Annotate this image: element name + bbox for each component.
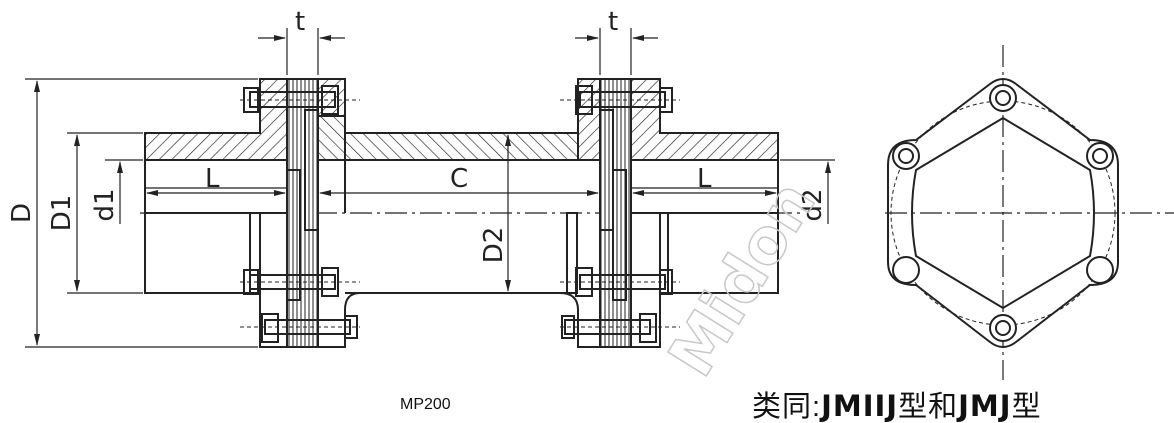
similar-type-1: JMIIJ	[821, 389, 899, 423]
similar-prefix: 类同:	[752, 391, 822, 423]
similar-suffix: 型	[1011, 391, 1042, 423]
end-view	[885, 45, 1174, 380]
model-label: MP200	[400, 396, 451, 413]
dim-D: D	[7, 203, 37, 223]
dim-L-left: L	[205, 164, 220, 194]
dim-L-right: L	[697, 164, 712, 194]
similar-type-2: JMJ	[958, 389, 1012, 423]
dimensions	[25, 28, 835, 348]
dim-d1: d1	[90, 188, 120, 221]
dim-t-left: t	[295, 7, 305, 37]
dim-D1: D1	[47, 195, 77, 232]
dim-d2: d2	[798, 188, 828, 221]
similar-types-caption: 类同:JMIIJ型和JMJ型	[752, 383, 1042, 423]
left-disc-pack	[286, 78, 319, 348]
bolts	[240, 85, 680, 343]
similar-mid: 型和	[898, 391, 959, 423]
dim-t-right: t	[608, 7, 618, 37]
watermark: Midon	[654, 168, 829, 388]
spacer-tube	[344, 132, 579, 294]
dim-D2: D2	[479, 227, 509, 264]
dim-C: C	[450, 164, 468, 194]
